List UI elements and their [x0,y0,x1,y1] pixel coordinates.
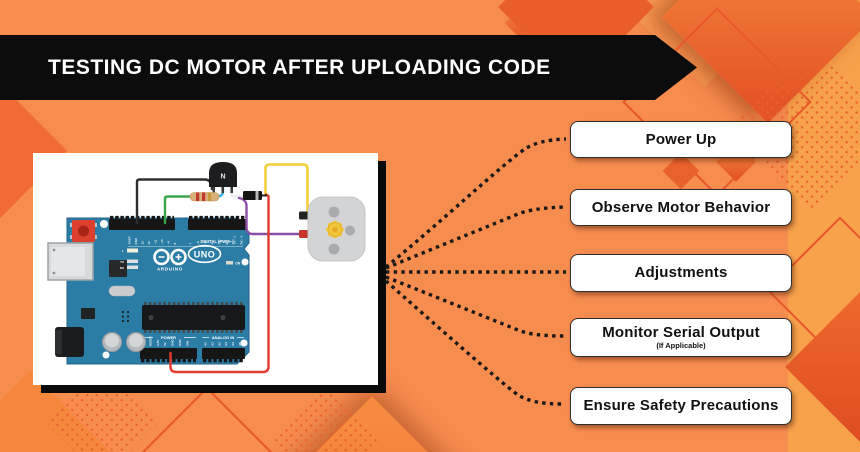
svg-text:A0: A0 [204,342,208,346]
wire-white [229,184,245,198]
connector-line-safety [384,279,563,406]
transistor: N [209,162,237,193]
step-label: Adjustments [634,264,728,282]
svg-text:VIN: VIN [185,341,189,346]
connector-line-monitor [385,275,565,338]
wire-green [163,195,194,225]
step-box-observe-motor-behavior: Observe Motor Behavior [570,189,792,226]
wire-purple [237,196,306,236]
mounting-hole [241,258,249,266]
step-label: Observe Motor Behavior [591,198,771,216]
power-analog-headers [140,348,245,363]
capacitor [126,332,146,352]
motor-gear [326,220,344,239]
step-sublabel: (If Applicable) [656,341,706,351]
svg-text:A3: A3 [224,342,228,346]
svg-text:RX←0: RX←0 [240,235,244,244]
motor-terminal-negative [299,211,310,220]
svg-text:RESET: RESET [148,336,152,346]
svg-text:TX→1: TX→1 [232,236,236,245]
svg-text:AREF: AREF [128,236,132,244]
svg-text:A4: A4 [231,342,235,346]
page-title: TESTING DC MOTOR AFTER UPLOADING CODE [48,55,551,79]
svg-text:7: 7 [189,243,193,245]
arduino-logo [153,248,187,266]
led-tx-label: TX [120,260,124,264]
connector-line-power-up [384,137,567,269]
svg-text:~11: ~11 [154,239,158,244]
digital-header-label: DIGITAL (PWM~) [201,239,235,244]
resistor [189,192,220,202]
brand-label: ARDUINO [157,267,183,272]
svg-text:5V: 5V [163,342,167,346]
svg-text:A5: A5 [238,342,242,346]
svg-text:8: 8 [173,243,177,245]
motor-terminal-positive [299,230,310,238]
power-header-label: POWER [161,335,176,340]
svg-text:~10: ~10 [160,239,164,244]
capacitor [102,332,122,352]
svg-text:~6: ~6 [196,241,200,245]
step-box-adjustments: Adjustments [570,254,792,292]
svg-text:4: 4 [210,243,214,245]
step-box-ensure-safety-precautions: Ensure Safety Precautions [570,387,792,425]
svg-text:A1: A1 [210,342,214,346]
diode [243,191,267,200]
model-label: UNO [194,249,216,259]
svg-text:A2: A2 [217,342,221,346]
regulator [81,308,95,319]
on-led [226,261,233,265]
mounting-hole [102,351,110,359]
svg-text:12: 12 [147,241,151,245]
usb-port [47,242,94,281]
reset-button [70,220,97,242]
svg-text:3.3V: 3.3V [156,340,160,346]
microcontroller-chip [142,302,245,333]
title-banner: TESTING DC MOTOR AFTER UPLOADING CODE [0,35,697,100]
svg-text:~9: ~9 [167,241,171,245]
usb-interface-chip [109,260,127,277]
step-box-monitor-serial-output: Monitor Serial Output (If Applicable) [570,318,792,357]
step-label: Monitor Serial Output [602,323,760,341]
power-jack [55,327,84,357]
step-label: Ensure Safety Precautions [583,397,779,415]
wire-yellow [264,163,309,217]
analog-header-label: ANALOG IN [212,335,235,340]
svg-text:~3: ~3 [218,241,222,245]
step-box-power-up: Power Up [570,121,792,158]
crystal-oscillator [108,285,136,297]
mounting-hole [100,220,108,228]
dc-motor [299,196,366,262]
icsp-header [121,310,130,323]
led-l-label: L [122,249,124,253]
wire-red [169,193,270,374]
status-leds: L TX RX [120,248,138,270]
svg-text:2: 2 [225,243,229,245]
on-led-label: ON [235,262,240,266]
uno-badge [187,244,222,264]
step-label: Power Up [645,130,717,148]
led-rx-label: RX [120,266,124,270]
svg-text:GND: GND [171,339,175,347]
svg-text:13: 13 [141,241,145,245]
svg-text:~5: ~5 [203,241,207,245]
digital-header [109,215,247,230]
transistor-label: N [220,174,225,181]
mounting-hole [240,339,248,347]
svg-text:GND: GND [178,339,182,347]
svg-text:GND: GND [134,237,138,245]
connector-line-observe [385,205,567,270]
